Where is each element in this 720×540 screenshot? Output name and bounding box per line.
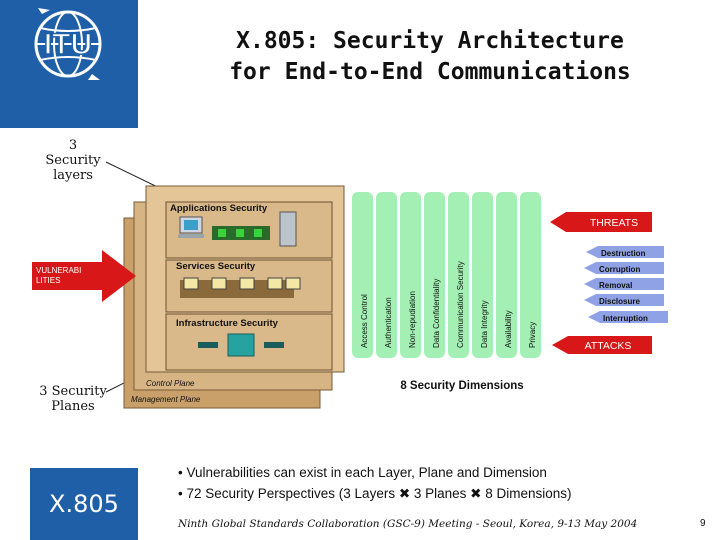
globe-icon: ITU — [34, 8, 102, 80]
x805-box: X.805 — [30, 468, 138, 540]
footer-text: Ninth Global Standards Collaboration (GS… — [178, 518, 638, 530]
dimension-label: Communication Security — [456, 261, 465, 348]
svg-text:Applications Security: Applications Security — [170, 203, 268, 214]
dimension-label: Data Integrity — [480, 300, 489, 348]
planes-label: 3 Security Planes — [39, 384, 107, 414]
svg-text:LITIES: LITIES — [36, 276, 60, 285]
svg-text:Disclosure: Disclosure — [599, 297, 640, 306]
dimension-label: Data Confidentiality — [432, 279, 441, 348]
threat-corruption — [584, 262, 664, 274]
svg-text:Services Security: Services Security — [176, 261, 256, 272]
dimension-column-communication-security — [448, 192, 469, 358]
dimension-column-access-control — [352, 192, 373, 358]
dimension-column-data-confidentiality — [424, 192, 445, 358]
dimension-label: Authentication — [384, 297, 393, 348]
infrastructure-security-layer: Infrastructure Security — [165, 313, 333, 371]
threat-disclosure — [584, 294, 664, 306]
bullet-item: • Vulnerabilities can exist in each Laye… — [178, 465, 547, 480]
threats-arrow — [550, 212, 652, 232]
svg-text:Corruption: Corruption — [599, 265, 640, 274]
bullet-list: • Vulnerabilities can exist in each Laye… — [178, 462, 572, 504]
dimension-column-data-integrity — [472, 192, 493, 358]
dimension-label: Non-repudiation — [408, 291, 417, 348]
svg-text:VULNERABI: VULNERABI — [36, 266, 81, 275]
svg-text:ATTACKS: ATTACKS — [585, 340, 632, 352]
page-number: 9 — [700, 518, 706, 529]
dimension-label: Access Control — [360, 294, 369, 348]
x805-label: X.805 — [49, 490, 119, 518]
threat-interruption — [588, 311, 668, 323]
svg-text:Management Plane: Management Plane — [131, 395, 201, 404]
dimension-column-non-repudiation — [400, 192, 421, 358]
layers-label: 3 Security layers — [45, 138, 101, 183]
threat-destruction — [586, 246, 664, 258]
svg-text:Interruption: Interruption — [603, 314, 648, 323]
dimension-column-privacy — [520, 192, 541, 358]
page-title: X.805: Security Architecture for End-to-… — [229, 28, 631, 85]
bullet-item: • 72 Security Perspectives (3 Layers ✖ 3… — [178, 486, 572, 501]
services-security-layer: Services Security — [165, 259, 333, 313]
dimension-label: Privacy — [528, 322, 537, 348]
dimension-column-availability — [496, 192, 517, 358]
logo-text: ITU — [44, 28, 92, 61]
svg-text:Infrastructure Security: Infrastructure Security — [176, 318, 279, 329]
threat-removal — [584, 278, 664, 290]
attacks-arrow — [552, 336, 652, 354]
svg-text:Destruction: Destruction — [601, 249, 646, 258]
dimensions-label: 8 Security Dimensions — [400, 380, 523, 392]
vulnerabilities-arrow: VULNERABI LITIES — [32, 250, 136, 302]
dimension-column-authentication — [376, 192, 397, 358]
threats-panel: THREATS Destruction Corruption Removal D… — [550, 212, 668, 354]
svg-text:THREATS: THREATS — [590, 217, 638, 229]
dimension-label: Availability — [504, 310, 513, 348]
svg-text:Control Plane: Control Plane — [146, 379, 195, 388]
itu-logo: ITU — [0, 0, 138, 128]
svg-text:Removal: Removal — [599, 281, 632, 290]
applications-security-layer: Applications Security — [165, 201, 333, 259]
security-dimensions: Access Control Authentication Non-repudi… — [352, 192, 541, 392]
